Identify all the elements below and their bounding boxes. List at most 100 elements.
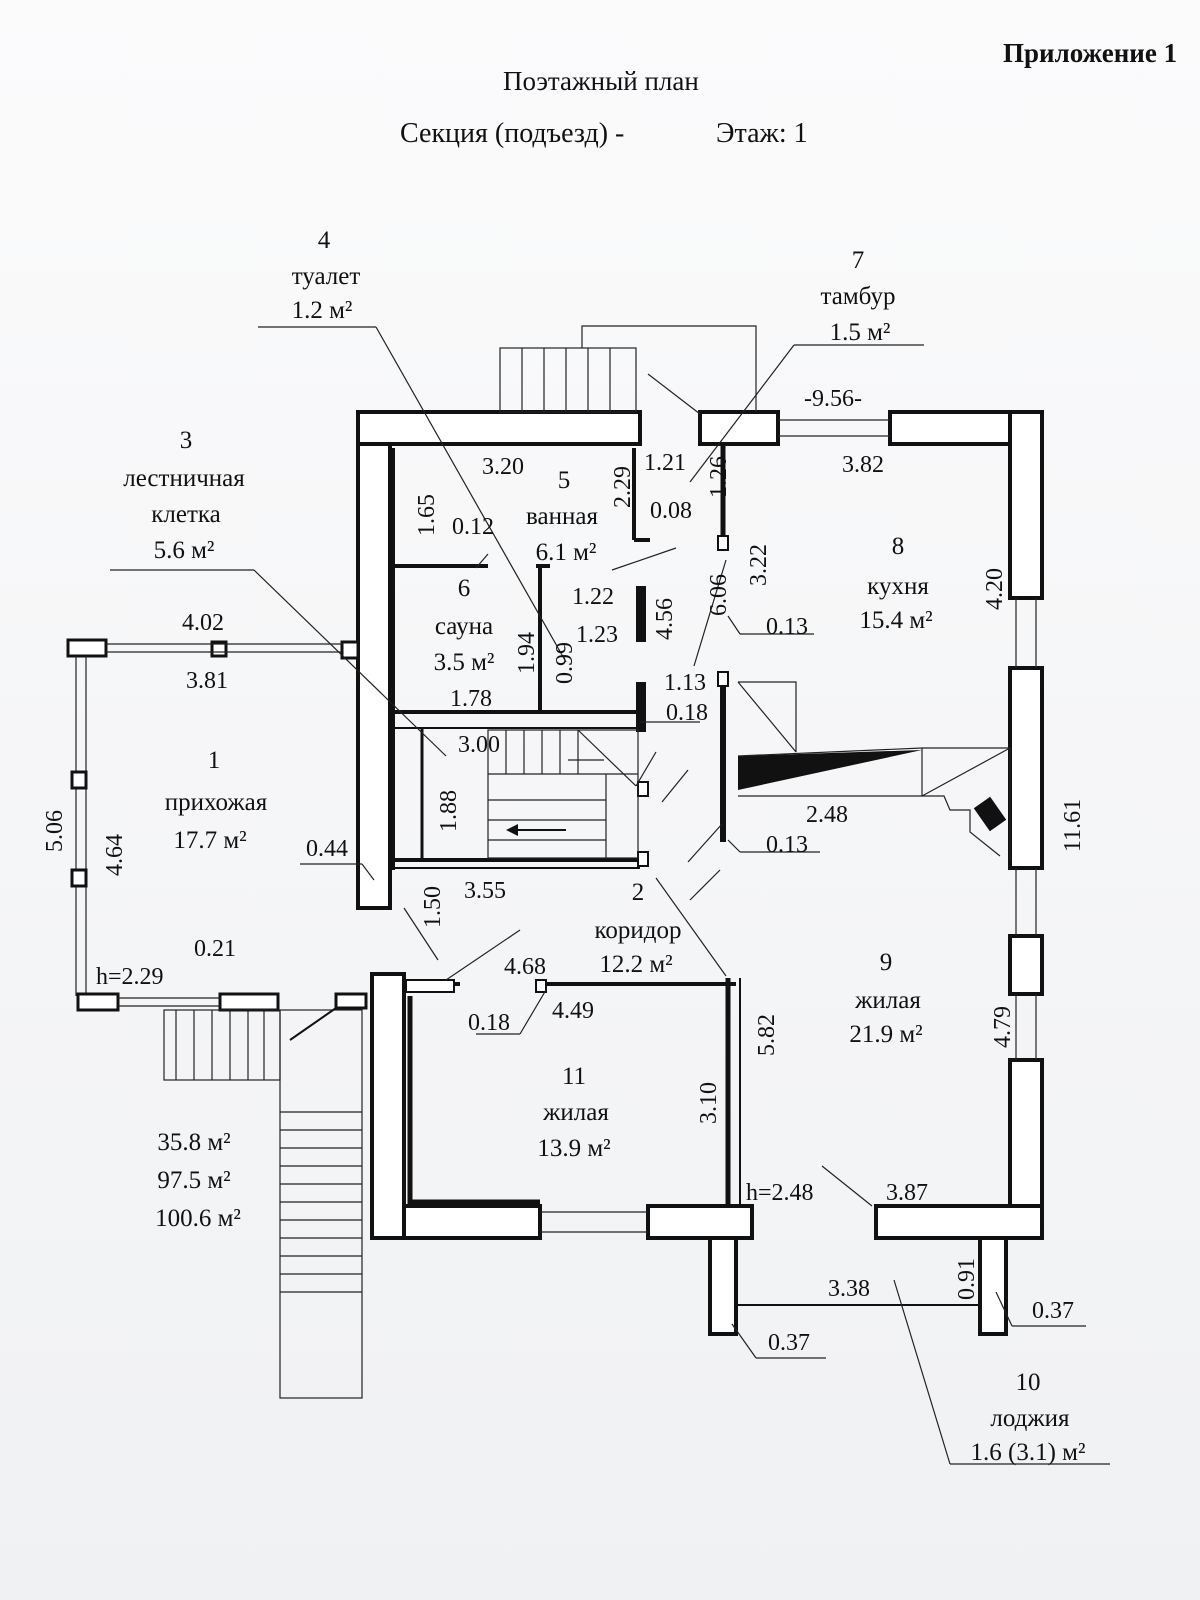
page-title: Поэтажный план <box>503 66 699 96</box>
stove <box>737 681 1011 860</box>
dim-1-22: 1.22 <box>572 584 614 610</box>
interior-stairs <box>487 729 639 859</box>
room-3-area: 5.6 м² <box>154 537 215 564</box>
dim-2-48: 2.48 <box>806 802 848 828</box>
room-7-name: тамбур <box>821 283 896 310</box>
floor-label: Этаж: 1 <box>716 118 808 149</box>
dim-1-13: 1.13 <box>664 670 706 696</box>
room-8-area: 15.4 м² <box>859 607 932 634</box>
dim-0-37-right: 0.37 <box>1032 1298 1074 1324</box>
room-8-number: 8 <box>892 533 905 560</box>
dim-h-2-29: h=2.29 <box>96 964 164 990</box>
area-totals: 35.8 м² 97.5 м² 100.6 м² <box>155 1129 241 1232</box>
door-jamb-1 <box>636 586 646 642</box>
dim-3-00: 3.00 <box>458 732 500 758</box>
room-6-number: 6 <box>458 575 471 602</box>
dim-3-87: 3.87 <box>886 1180 928 1206</box>
dim-0-18-bottom: 0.18 <box>468 1010 510 1036</box>
wall-room11-left <box>370 972 406 1240</box>
room-4-area: 1.2 м² <box>292 297 353 324</box>
dim-3-55: 3.55 <box>464 878 506 904</box>
walls <box>356 410 1044 1336</box>
total-area-2: 97.5 м² <box>157 1167 230 1194</box>
dim-1-94: 1.94 <box>514 632 540 674</box>
partitions <box>391 444 741 1206</box>
room-3-number: 3 <box>180 427 193 454</box>
wall-bottom-mid <box>646 1204 754 1240</box>
dim-3-38: 3.38 <box>828 1276 870 1302</box>
room-11-number: 11 <box>562 1063 586 1090</box>
room-5-name: ванная <box>526 503 598 530</box>
loggia-post-left <box>708 1236 738 1336</box>
wall-top-bath <box>356 410 642 446</box>
appendix-label: Приложение 1 <box>1003 38 1178 68</box>
room-10-number: 10 <box>1016 1369 1041 1396</box>
dim-0-18-top: 0.18 <box>666 700 708 726</box>
room-10-name: лоджия <box>990 1405 1070 1432</box>
room-5-area: 6.1 м² <box>536 539 597 566</box>
dim-0-91: 0.91 <box>954 1258 980 1300</box>
entrance-porch <box>66 638 368 1399</box>
room-4-number: 4 <box>318 227 331 254</box>
total-area-3: 100.6 м² <box>155 1205 241 1232</box>
dim-4-02: 4.02 <box>182 610 224 636</box>
loggia-post-right <box>978 1236 1008 1336</box>
dim-1-65: 1.65 <box>414 494 440 536</box>
dim-4-20: 4.20 <box>982 568 1008 610</box>
dim-0-12: 0.12 <box>452 514 494 540</box>
dim-0-37-left: 0.37 <box>768 1330 810 1356</box>
dim-1-26: 1.26 <box>706 456 732 498</box>
dim-0-08: 0.08 <box>650 498 692 524</box>
room-3-name-line2: клетка <box>151 501 221 528</box>
section-label: Секция (подъезд) - <box>400 118 625 149</box>
room-labels: 1 прихожая 17.7 м² 2 коридор 12.2 м² 3 л… <box>123 227 1085 1466</box>
rear-stairs <box>499 325 757 415</box>
dim-0-44: 0.44 <box>306 836 348 862</box>
dim-0-21: 0.21 <box>194 936 236 962</box>
dim-1-78: 1.78 <box>450 686 492 712</box>
dim-0-13-bottom: 0.13 <box>766 832 808 858</box>
room-10-area: 1.6 (3.1) м² <box>971 1439 1086 1466</box>
dim-9-56: -9.56- <box>804 386 862 412</box>
room-1-area: 17.7 м² <box>173 827 246 854</box>
dim-1-23: 1.23 <box>576 622 618 648</box>
dim-4-68: 4.68 <box>504 954 546 980</box>
room-9-number: 9 <box>880 949 893 976</box>
room-1-number: 1 <box>208 747 221 774</box>
dim-3-81: 3.81 <box>186 668 228 694</box>
dim-11-61: 11.61 <box>1060 799 1086 852</box>
room-7-area: 1.5 м² <box>830 319 891 346</box>
room-4-name: туалет <box>292 263 361 290</box>
room-11-name: жилая <box>542 1099 609 1126</box>
dim-5-82: 5.82 <box>754 1014 780 1056</box>
windows <box>540 419 1037 1233</box>
dim-4-56: 4.56 <box>652 598 678 640</box>
dim-6-06: 6.06 <box>706 574 732 616</box>
room-5-number: 5 <box>558 467 571 494</box>
dim-3-20: 3.20 <box>482 454 524 480</box>
dimension-labels: -9.56- 3.82 4.20 11.61 4.79 3.87 3.38 0.… <box>42 386 1086 1356</box>
dim-0-99: 0.99 <box>552 642 578 684</box>
room-7-number: 7 <box>852 247 865 274</box>
dim-3-10: 3.10 <box>696 1082 722 1124</box>
dim-4-79: 4.79 <box>990 1006 1016 1048</box>
room-3-name-line1: лестничная <box>123 465 245 492</box>
dim-3-82: 3.82 <box>842 452 884 478</box>
leader-lines <box>110 326 1110 1465</box>
wall-right-middle <box>1008 666 1044 870</box>
room-8-name: кухня <box>867 573 929 600</box>
room-1-name: прихожая <box>165 789 268 816</box>
dim-5-06: 5.06 <box>42 810 68 852</box>
total-area-1: 35.8 м² <box>157 1129 230 1156</box>
room-6-area: 3.5 м² <box>434 649 495 676</box>
room-6-name: сауна <box>435 613 493 640</box>
dim-1-88: 1.88 <box>436 790 462 832</box>
room-2-number: 2 <box>632 879 645 906</box>
door-jamb-2 <box>636 682 646 732</box>
wall-core-left <box>356 410 392 910</box>
dim-4-64: 4.64 <box>102 834 128 876</box>
dim-h-2-48: h=2.48 <box>746 1180 814 1206</box>
dim-1-21: 1.21 <box>644 450 686 476</box>
room-9-area: 21.9 м² <box>849 1021 922 1048</box>
